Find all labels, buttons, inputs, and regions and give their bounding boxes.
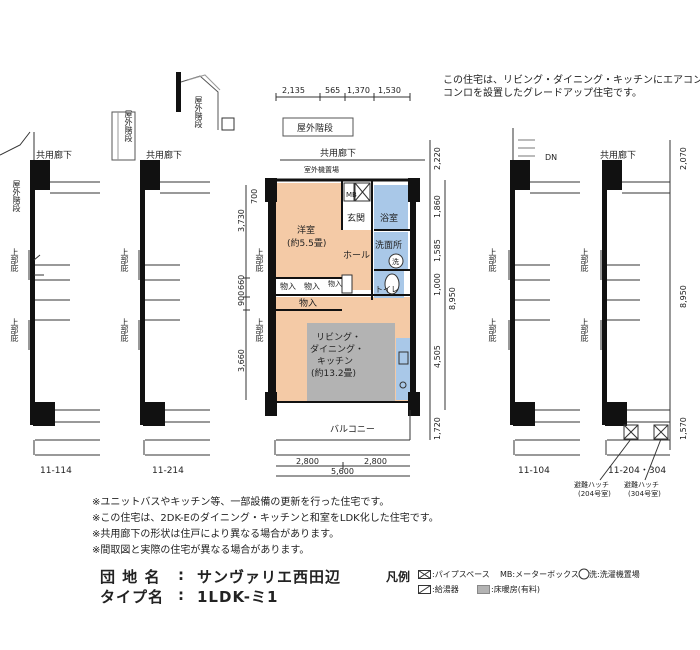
room-toilet: トイレ (375, 285, 399, 294)
room-washroom: 洗面所 (375, 239, 402, 251)
type-name-label: タイプ名 (100, 588, 165, 606)
room-hall: ホール (343, 250, 370, 261)
upper-eaves-1b: 上部庇 (10, 318, 19, 342)
dim-bottom-total: 5,600 (331, 467, 354, 476)
room-closet-1: 物入 (280, 281, 296, 291)
main-unit (243, 93, 446, 477)
upper-eaves-main-b: 上部庇 (255, 318, 264, 342)
hatch-204-room: (204号室) (578, 489, 611, 498)
header-note-line-1: この住宅は、リビング・ダイニング・キッチンにエアコン、 (443, 75, 700, 86)
dim-right-4: 1,000 (433, 273, 442, 296)
corridor-label-main: 共用廊下 (320, 147, 356, 159)
outdoor-stairs-vertical-3: 屋外階段 (194, 96, 203, 128)
type-name-sep: : (178, 586, 185, 604)
unit-id-1: 11-114 (40, 466, 72, 476)
dim-top-1: 2,135 (282, 86, 305, 95)
dim-top-2: 565 (325, 86, 340, 95)
complex-name-label: 団 地 名 (100, 568, 161, 586)
upper-eaves-2a: 上部庇 (120, 248, 129, 272)
dim-bottom-1: 2,800 (296, 457, 319, 466)
room-bath: 浴室 (380, 212, 398, 224)
dn-label: DN (545, 153, 557, 162)
room-western-size: (約5.5畳) (287, 237, 326, 249)
floor-heating-icon (477, 585, 490, 594)
footnote-4: ※間取図と実際の住宅が異なる場合があります。 (92, 545, 310, 556)
balcony-label: バルコニー (330, 424, 375, 435)
dim-left-3: 660 (237, 275, 246, 290)
room-entrance: 玄関 (347, 212, 365, 224)
outdoor-stairs-vertical-2: 屋外階段 (124, 110, 133, 142)
unit-id-3: 11-104 (518, 466, 550, 476)
corridor-label-1: 共用廊下 (36, 149, 72, 161)
unit-id-2: 11-214 (152, 466, 184, 476)
dim-left-2: 900 (237, 291, 246, 306)
footnote-2: ※この住宅は、2DK-Eのダイニング・キッチンと和室をLDK化した住宅です。 (92, 513, 439, 524)
hatch-304-room: (304号室) (628, 489, 661, 498)
dim-right-3: 1,585 (433, 239, 442, 262)
room-ldk-line3: キッチン (317, 356, 353, 367)
dim-far-right-1: 2,070 (679, 147, 688, 170)
dim-top-3: 1,370 (347, 86, 370, 95)
legend-title: 凡例 (386, 570, 411, 584)
pipe-space-icon (418, 570, 431, 579)
upper-eaves-main-a: 上部庇 (255, 248, 264, 272)
corridor-label-2: 共用廊下 (146, 149, 182, 161)
legend-water-heater: :給湯器 (432, 585, 459, 594)
unit-11-104 (508, 128, 580, 456)
dim-right-total: 8,950 (448, 287, 457, 310)
type-name-value: 1LDK-ミ1 (197, 588, 279, 606)
outdoor-stairs-vertical-1: 屋外階段 (12, 180, 21, 212)
dim-left-4: 3,660 (237, 349, 246, 372)
upper-eaves-1a: 上部庇 (10, 248, 19, 272)
dim-right-1: 2,220 (433, 147, 442, 170)
footnote-3: ※共用廊下の形状は住戸により異なる場合があります。 (92, 529, 340, 540)
dim-left-700: 700 (250, 189, 259, 204)
room-ldk-line1: リビング・ (316, 331, 361, 343)
unit-11-114 (0, 131, 100, 456)
dim-left-1: 3,730 (237, 209, 246, 232)
complex-name-sep: : (178, 566, 185, 584)
dim-far-right-3: 1,570 (679, 417, 688, 440)
dim-right-2: 1,860 (433, 195, 442, 218)
complex-name-value: サンヴァリエ西田辺 (197, 568, 342, 586)
unit-id-4: 11-204・304 (608, 466, 666, 476)
corridor-label-4: 共用廊下 (600, 149, 636, 161)
room-closet-3: 物入 (328, 279, 342, 288)
unit-11-214 (111, 72, 235, 456)
footnote-1: ※ユニットバスやキッチン等、一部設備の更新を行った住宅です。 (92, 497, 390, 508)
room-closet-2: 物入 (304, 281, 320, 291)
upper-eaves-3a: 上部庇 (488, 248, 497, 272)
outdoor-stairs-label: 屋外階段 (297, 122, 333, 134)
room-ldk-size: (約13.2畳) (311, 367, 356, 379)
legend-meter-box: MB:メーターボックス (500, 570, 579, 579)
dim-right-5: 4,505 (433, 345, 442, 368)
legend-floor-heating: :床暖房(有料) (491, 585, 540, 594)
upper-eaves-4b: 上部庇 (580, 318, 589, 342)
room-western: 洋室 (297, 224, 315, 236)
water-heater-icon (418, 585, 431, 594)
legend-washer: 洗:洗濯機置場 (589, 570, 640, 579)
mb-label: MB (346, 191, 357, 199)
dim-bottom-2: 2,800 (364, 457, 387, 466)
legend-pipe-space: :パイプスペース (432, 570, 490, 579)
hatch-204-label: 避難ハッチ (574, 480, 609, 489)
unit-11-204-304 (599, 140, 671, 481)
header-note-line-2: コンロを設置したグレードアップ住宅です。 (443, 88, 642, 99)
upper-eaves-4a: 上部庇 (580, 248, 589, 272)
hatch-304-label: 避難ハッチ (624, 480, 659, 489)
dim-right-6: 1,720 (433, 417, 442, 440)
room-ldk-line2: ダイニング・ (310, 343, 364, 355)
upper-eaves-3b: 上部庇 (488, 318, 497, 342)
meter-place-label: 室外機置場 (304, 165, 339, 174)
room-closet-main: 物入 (299, 297, 317, 309)
upper-eaves-2b: 上部庇 (120, 318, 129, 342)
dim-far-right-2: 8,950 (679, 285, 688, 308)
washer-icon (578, 568, 590, 580)
washer-symbol: 洗 (392, 257, 399, 266)
dim-top-4: 1,530 (378, 86, 401, 95)
